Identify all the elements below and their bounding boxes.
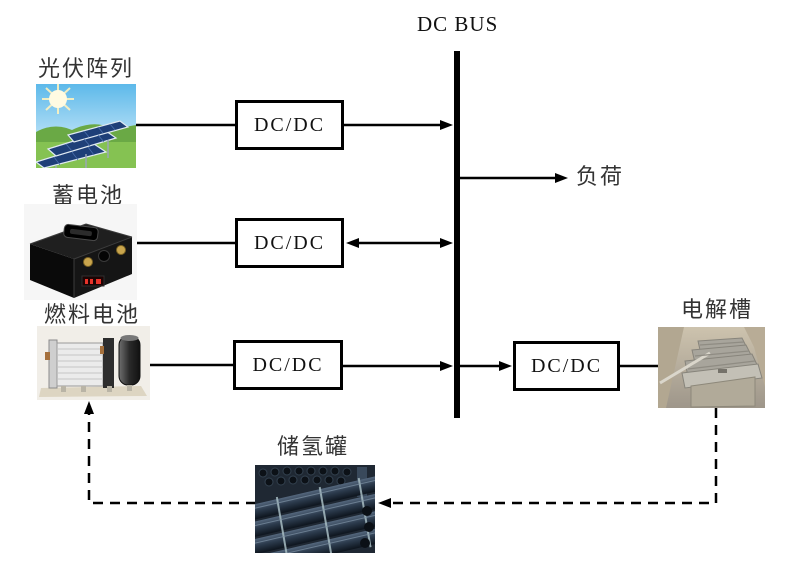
arrowhead-into-bus-pv (440, 120, 453, 130)
arrowhead-into-bus-fuelcell (440, 361, 453, 371)
load-label: 负荷 (576, 164, 625, 189)
dcdc-converter-battery: DC/DC (235, 218, 344, 268)
arrowhead-into-tank (378, 498, 391, 508)
hydrogen-tank-label: 储氢罐 (277, 434, 350, 459)
fuel-cell-photo (37, 326, 150, 400)
battery-photo (24, 204, 137, 300)
battery-label: 蓄电池 (52, 183, 125, 208)
electrolyzer-photo (658, 327, 765, 408)
dcdc-converter-fuelcell: DC/DC (233, 340, 343, 390)
electrolyzer-to-tank-dashed (392, 408, 718, 505)
dcdc-label: DC/DC (253, 231, 326, 254)
dcdc-label: DC/DC (253, 113, 326, 136)
dcdc-label: DC/DC (530, 354, 603, 377)
arrowhead-into-elec-dcdc (499, 361, 512, 371)
dc-bus-title: DC BUS (417, 12, 499, 36)
tank-to-fuelcell-dashed (87, 414, 256, 505)
arrowhead-load (555, 173, 568, 183)
dcdc-converter-electrolyzer: DC/DC (513, 341, 620, 391)
hydrogen-tank-photo (255, 465, 375, 553)
electrolyzer-label: 电解槽 (681, 297, 754, 322)
fuel-cell-label: 燃料电池 (44, 302, 141, 327)
arrowhead-into-battery-dcdc (346, 238, 359, 248)
arrowhead-into-fuelcell (84, 401, 94, 414)
arrowhead-into-bus-battery (440, 238, 453, 248)
dcdc-converter-pv: DC/DC (235, 100, 344, 150)
pv-label: 光伏阵列 (38, 56, 135, 81)
dc-bus-bar (454, 51, 460, 418)
dcdc-label: DC/DC (252, 353, 324, 376)
solar-panel-photo (36, 84, 136, 168)
